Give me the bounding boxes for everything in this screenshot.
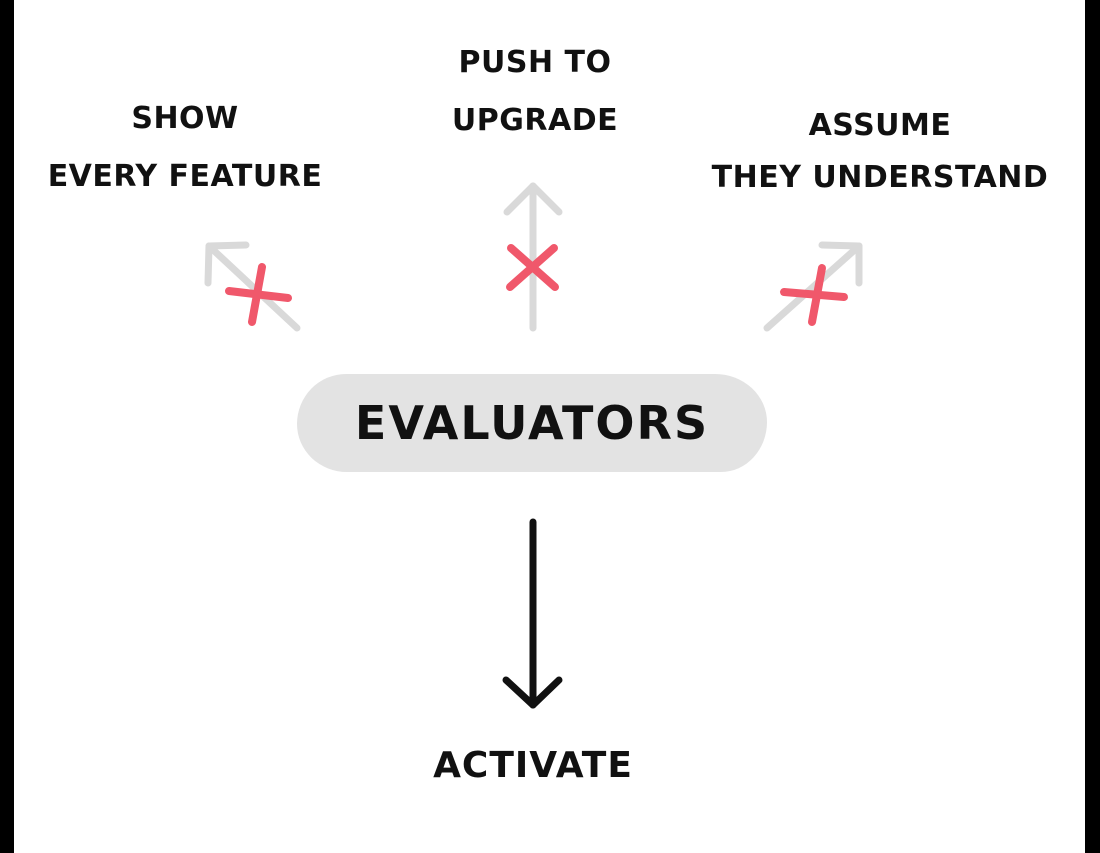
arrow-up-icon [503,182,563,332]
cross-icon [225,263,292,326]
cross-icon [506,244,559,291]
arrow-down-icon [502,518,563,709]
option-label-line: ASSUME [808,108,952,143]
option-label-line: EVERY FEATURE [47,159,323,194]
evaluators-node: EVALUATORS [297,374,767,472]
activate-label: ACTIVATE [433,745,633,786]
option-assume-they-understand: ASSUME THEY UNDERSTAND [700,100,1060,204]
arrow-up-right-icon [763,241,863,332]
option-label-line: PUSH TO [458,45,612,80]
option-show-every-feature: SHOW EVERY FEATURE [40,90,330,206]
arrow-up-left-icon [204,241,301,332]
option-label-line: UPGRADE [451,103,619,138]
evaluators-label: EVALUATORS [354,396,710,450]
option-label-line: SHOW [131,101,239,136]
option-label-line: THEY UNDERSTAND [711,160,1049,195]
option-push-to-upgrade: PUSH TO UPGRADE [420,34,650,150]
cross-icon [780,264,848,326]
